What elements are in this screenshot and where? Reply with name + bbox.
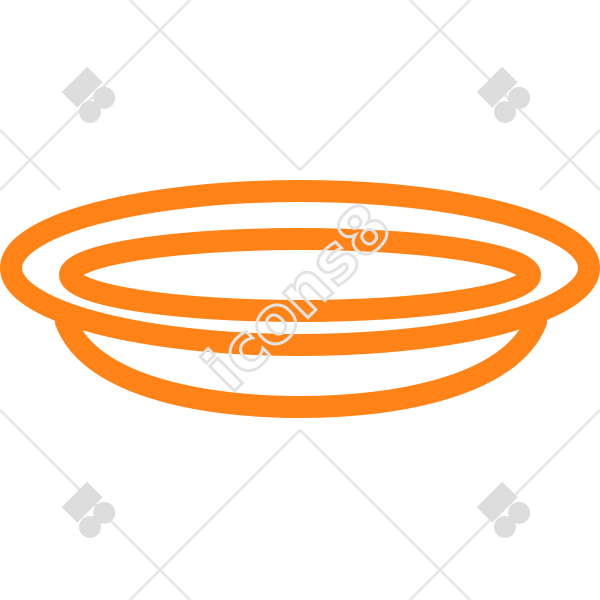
icons8-logo-icon	[476, 66, 531, 123]
plate-base-arc	[55, 311, 547, 419]
watermark-logos	[61, 66, 531, 538]
plate-inner-ellipse	[59, 228, 541, 322]
plate-rim-ellipse	[0, 180, 600, 356]
icons8-logo-icon	[61, 66, 116, 123]
icons8-logo-icon	[476, 481, 531, 538]
watermark-text: icons8	[190, 190, 406, 406]
icons8-logo-icon	[61, 481, 116, 538]
